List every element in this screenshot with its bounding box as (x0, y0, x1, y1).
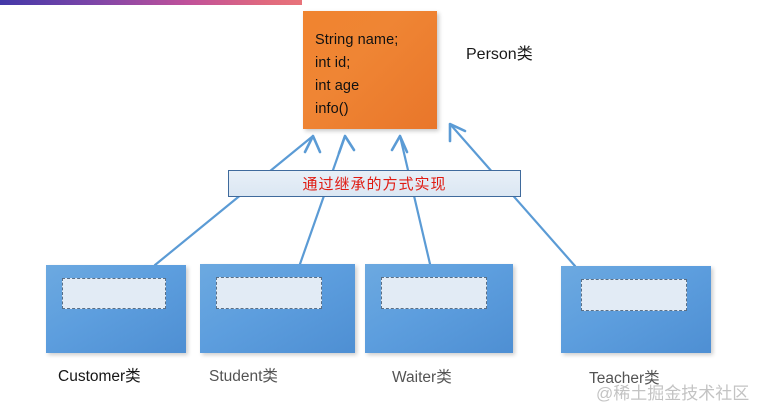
person-method-info: info() (315, 101, 349, 117)
subclass-box-teacher (561, 266, 711, 353)
subclass-label-student: Student类 (209, 368, 278, 385)
subclass-label-waiter: Waiter类 (392, 369, 452, 386)
watermark-text: @稀土掘金技术社区 (596, 384, 750, 403)
subclass-inner-placeholder (62, 278, 166, 309)
subclass-box-student (200, 264, 355, 353)
superclass-person-box: String name; int id; int age info() (303, 11, 437, 129)
subclass-box-waiter (365, 264, 513, 353)
person-field-id: int id; (315, 55, 351, 71)
person-class-label: Person类 (466, 46, 533, 63)
subclass-box-customer (46, 265, 186, 353)
subclass-label-customer: Customer类 (58, 368, 141, 385)
person-field-name: String name; (315, 32, 399, 48)
subclass-inner-placeholder (216, 277, 322, 309)
inheritance-note-box: 通过继承的方式实现 (228, 170, 521, 197)
top-accent-bar (0, 0, 302, 5)
inheritance-note-text: 通过继承的方式实现 (302, 176, 447, 193)
subclass-inner-placeholder (381, 277, 487, 309)
person-field-age: int age (315, 78, 360, 94)
subclass-label-teacher: Teacher类 (589, 370, 660, 387)
subclass-inner-placeholder (581, 279, 687, 311)
